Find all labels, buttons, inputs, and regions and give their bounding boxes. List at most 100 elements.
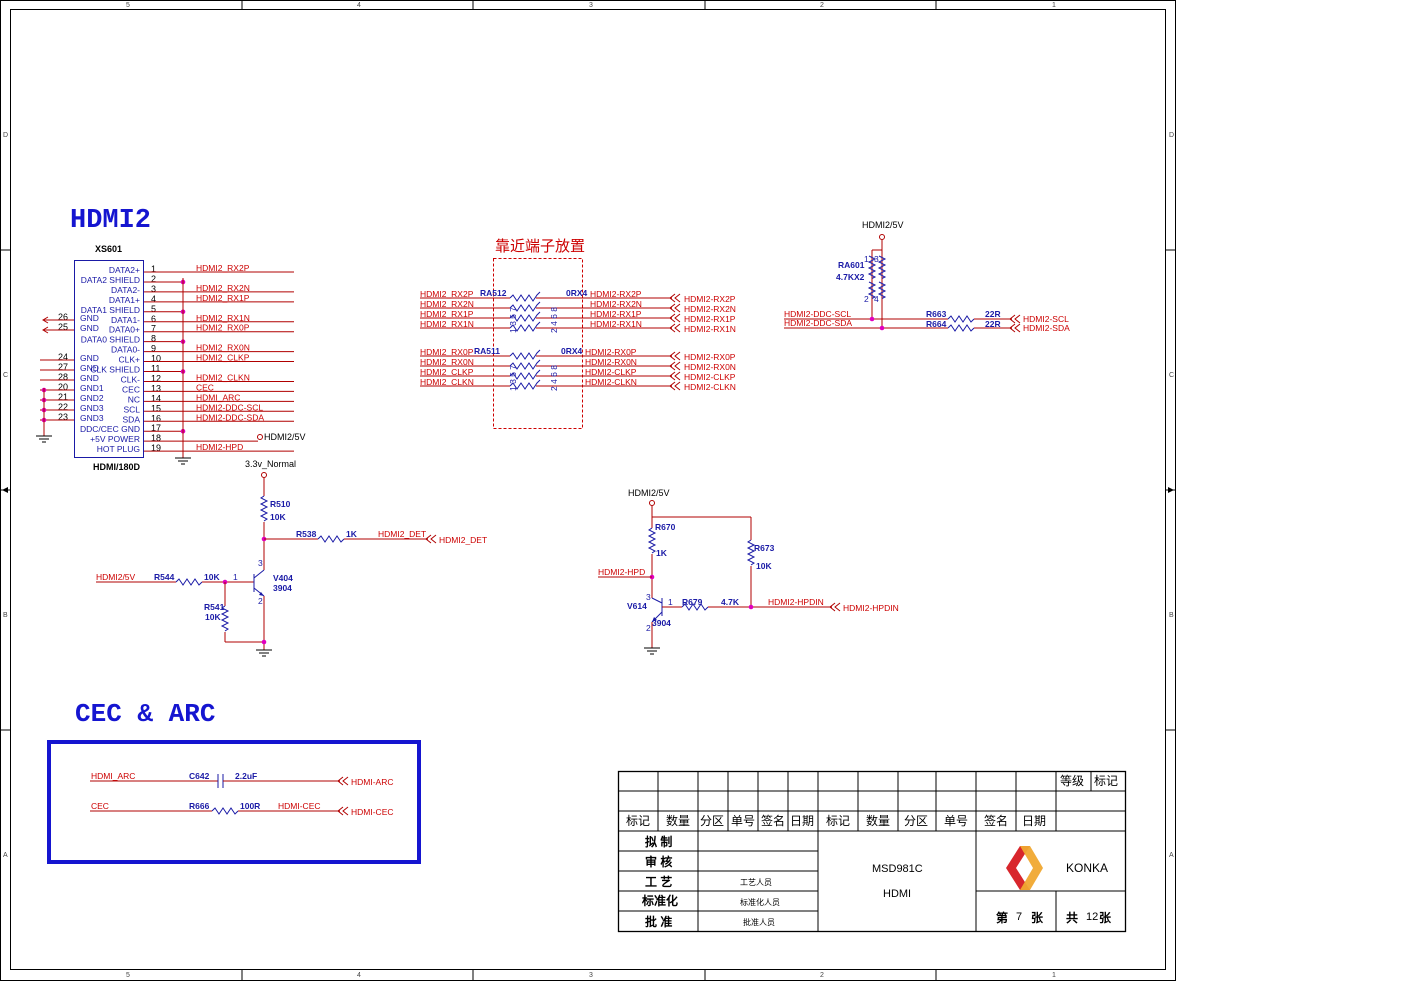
svg-text:1K: 1K bbox=[346, 529, 358, 539]
svg-text:1K: 1K bbox=[656, 548, 668, 558]
company-name: KONKA bbox=[1066, 861, 1108, 875]
connector-pin-label: SCL bbox=[123, 404, 140, 414]
array-left-net: HDMI2_RX1P bbox=[420, 309, 474, 319]
connector-pin-net: HDMI2_RX0N bbox=[196, 343, 250, 353]
title-header-cell: 分区 bbox=[700, 814, 724, 828]
connector-pin-net: HDMI2_CLKP bbox=[196, 353, 250, 363]
det-supply: 3.3v_Normal bbox=[245, 459, 296, 469]
connector-pin-label: CEC bbox=[122, 384, 140, 394]
array-right-net: HDMI2-RX0P bbox=[585, 347, 637, 357]
svg-text:张: 张 bbox=[1099, 910, 1112, 925]
svg-text:批准人员: 批准人员 bbox=[743, 917, 775, 927]
connector-gnd-label: GND3 bbox=[80, 413, 104, 423]
svg-text:2: 2 bbox=[258, 596, 263, 606]
svg-text:R679: R679 bbox=[682, 597, 703, 607]
svg-text:2: 2 bbox=[646, 623, 651, 633]
connector-pin-number: 17 bbox=[151, 423, 161, 433]
svg-text:R664: R664 bbox=[926, 319, 947, 329]
connector-pin-label: CLK- bbox=[121, 374, 141, 384]
svg-text:R663: R663 bbox=[926, 309, 947, 319]
array-right-net: HDMI2-RX1P bbox=[590, 309, 642, 319]
cec-arc-section: CEC & ARC HDMI_ARC C642 2.2uF HDMI-ARC C… bbox=[47, 699, 421, 864]
connector-pin-net: HDMI2_CLKN bbox=[196, 372, 250, 382]
array-ref: RA512 bbox=[480, 288, 507, 298]
col-label: 4 bbox=[357, 2, 361, 9]
svg-text:2.2uF: 2.2uF bbox=[235, 771, 257, 781]
array-right-net: HDMI2-RX0N bbox=[585, 357, 637, 367]
connector-pin-number: 2 bbox=[151, 274, 156, 284]
border-zone-labels: 5 4 3 2 1 5 4 3 2 1 D C B A D C B A bbox=[3, 2, 1174, 979]
connector-pin-label: NC bbox=[128, 394, 140, 404]
array-left-net: HDMI2_RX2N bbox=[420, 299, 474, 309]
cec-arc-title: CEC & ARC bbox=[75, 699, 215, 729]
col-label: 3 bbox=[589, 2, 593, 9]
svg-text:R510: R510 bbox=[270, 499, 291, 509]
svg-text:张: 张 bbox=[1031, 910, 1044, 925]
svg-text:10K: 10K bbox=[270, 512, 286, 522]
col-label: 4 bbox=[357, 972, 361, 979]
hdmi2-title: HDMI2 bbox=[70, 206, 151, 236]
connector-pin-number: 19 bbox=[151, 443, 161, 453]
row-label: C bbox=[1169, 372, 1174, 379]
connector-pin-label: DATA1+ bbox=[109, 295, 140, 305]
svg-text:HDMI2/5V: HDMI2/5V bbox=[628, 488, 670, 498]
array-left-net: HDMI2_RX0N bbox=[420, 357, 474, 367]
title-header-cell: 日期 bbox=[1022, 814, 1046, 828]
connector-pin-number: 3 bbox=[151, 284, 156, 294]
sheet-name: HDMI bbox=[883, 888, 911, 900]
svg-text:3904: 3904 bbox=[273, 583, 292, 593]
array-left-net: HDMI2_RX1N bbox=[420, 319, 474, 329]
connector-gnd-pin: 28 bbox=[58, 372, 68, 382]
connector-gnd-pin: 20 bbox=[58, 382, 68, 392]
svg-text:4.7K: 4.7K bbox=[721, 597, 740, 607]
connector-pin-label: DATA0- bbox=[111, 345, 140, 355]
connector-ref: XS601 bbox=[95, 244, 122, 254]
array-right-net: HDMI2-RX2P bbox=[590, 289, 642, 299]
connector-pin-number: 5 bbox=[151, 304, 156, 314]
connector-gnd-label: GND1 bbox=[80, 383, 104, 393]
svg-text:2 4 6 8: 2 4 6 8 bbox=[549, 307, 559, 333]
connector-pin-number: 1 bbox=[151, 264, 156, 274]
connector-pin-label: DATA2- bbox=[111, 285, 140, 295]
ddc-section: HDMI2/5V RA601 4.7KX2 1 3 2 4 HDMI2-DDC-… bbox=[784, 220, 1070, 333]
svg-text:HDMI2_DET: HDMI2_DET bbox=[378, 529, 426, 539]
svg-text:3904: 3904 bbox=[652, 618, 671, 628]
col-label: 5 bbox=[126, 2, 130, 9]
title-header-cell: 标记 bbox=[626, 814, 650, 828]
connector-gnd-label: GND bbox=[80, 363, 99, 373]
sheet-number: 7 bbox=[1016, 911, 1022, 923]
sheet-frame bbox=[0, 0, 1176, 981]
detect-circuit: 3.3v_Normal R510 10K R538 1K HDMI2_DET H… bbox=[96, 459, 487, 657]
svg-text:3: 3 bbox=[874, 254, 879, 264]
connector-pin-label: SDA bbox=[123, 414, 141, 424]
connector-pin-net: HDMI2_RX0P bbox=[196, 323, 250, 333]
svg-text:1: 1 bbox=[864, 254, 869, 264]
svg-text:R673: R673 bbox=[754, 543, 775, 553]
svg-text:22R: 22R bbox=[985, 319, 1001, 329]
connector-pin-net: HDMI2-HPD bbox=[196, 442, 243, 452]
connector-pin-label: DATA1- bbox=[111, 315, 140, 325]
col-label: 2 bbox=[820, 2, 824, 9]
ddc-scl-net: HDMI2-DDC-SCL bbox=[784, 309, 851, 319]
connector-pin-label: +5V POWER bbox=[90, 434, 140, 444]
ra601-ref: RA601 bbox=[838, 260, 865, 270]
svg-text:R541: R541 bbox=[204, 602, 225, 612]
model-name: MSD981C bbox=[872, 863, 923, 875]
array-left-net: HDMI2_CLKP bbox=[420, 367, 474, 377]
title-block: 等级 标记 标记数量分区单号签名日期标记数量分区单号签名日期 拟 制 审 核 工… bbox=[617, 770, 1127, 933]
connector-pin-label: DATA1 SHIELD bbox=[81, 305, 140, 315]
connector-pin-net: HDMI2-DDC-SCL bbox=[196, 402, 263, 412]
connector-pin-number: 14 bbox=[151, 393, 161, 403]
array-port: HDMI2-CLKN bbox=[684, 382, 736, 392]
connector-pin-label: CLK SHIELD bbox=[90, 365, 140, 375]
svg-text:CEC: CEC bbox=[91, 801, 109, 811]
col-label: 2 bbox=[820, 972, 824, 979]
array-port: HDMI2-RX0N bbox=[684, 362, 736, 372]
title-header-cell: 分区 bbox=[904, 814, 928, 828]
connector-gnd-label: GND2 bbox=[80, 393, 104, 403]
connector-pin-number: 10 bbox=[151, 354, 161, 364]
connector-pin-number: 18 bbox=[151, 433, 161, 443]
array-port: HDMI2-CLKP bbox=[684, 372, 736, 382]
